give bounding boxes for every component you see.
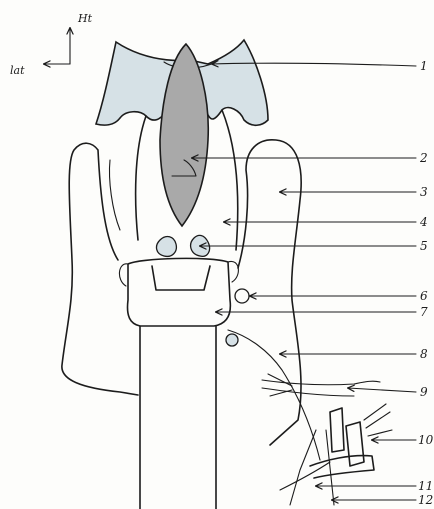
label-1: 1: [420, 59, 428, 73]
orientation-compass: Ht lat: [10, 12, 93, 77]
label-5: 5: [420, 239, 428, 253]
label-8: 8: [420, 347, 428, 361]
label-12: 12: [418, 493, 433, 507]
orientation-up-label: Ht: [77, 12, 93, 25]
label-4: 4: [419, 215, 428, 229]
label-11: 11: [418, 479, 433, 493]
nodule-lower: [226, 334, 238, 346]
left-plate-inner-fold: [109, 160, 120, 230]
cricoid-cartilage: [128, 258, 231, 326]
label-2: 2: [419, 151, 428, 165]
label-3: 3: [420, 185, 428, 199]
number-labels: 1 2 3 4 5 6 7 8 9 10 11 12: [418, 59, 434, 507]
cricoid-lamina: [152, 266, 210, 290]
label-10: 10: [418, 433, 434, 447]
left-lateral-plate: [62, 143, 138, 395]
nodule-upper: [235, 289, 249, 303]
leader-lines: [192, 63, 416, 500]
label-6: 6: [420, 289, 428, 303]
orientation-lateral-label: lat: [10, 64, 25, 77]
cricoid-left-knob: [119, 264, 128, 286]
label-7: 7: [420, 305, 428, 319]
label-9: 9: [420, 385, 428, 399]
trachea-column: [140, 326, 216, 509]
